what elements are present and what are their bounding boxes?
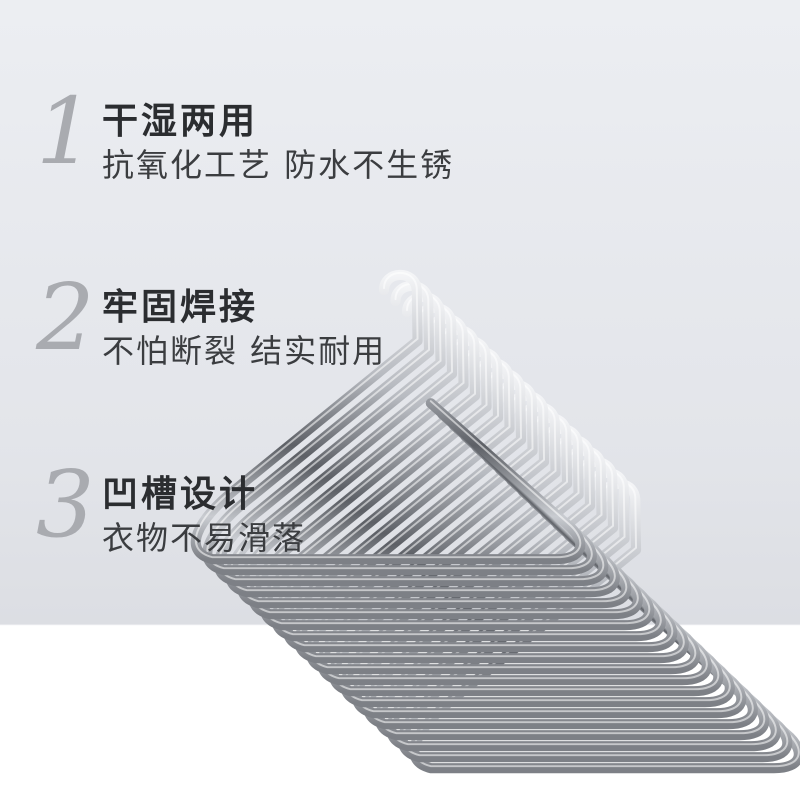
feature-subtitle: 抗氧化工艺 防水不生锈 <box>102 146 455 184</box>
feature-item-welding: 2 牢固焊接 不怕断裂 结实耐用 <box>36 268 556 378</box>
hanger-highlight <box>194 272 582 559</box>
feature-subtitle: 不怕断裂 结实耐用 <box>102 332 387 370</box>
feature-number: 1 <box>36 78 95 185</box>
feature-title: 干湿两用 <box>102 101 259 142</box>
feature-item-dry-wet: 1 干湿两用 抗氧化工艺 防水不生锈 <box>36 82 556 192</box>
feature-title: 牢固焊接 <box>102 287 259 328</box>
feature-title: 凹槽设计 <box>102 474 259 515</box>
feature-number: 3 <box>36 451 95 558</box>
feature-item-groove: 3 凹槽设计 衣物不易滑落 <box>36 455 556 565</box>
feature-subtitle: 衣物不易滑落 <box>102 519 307 557</box>
feature-number: 2 <box>36 264 95 371</box>
